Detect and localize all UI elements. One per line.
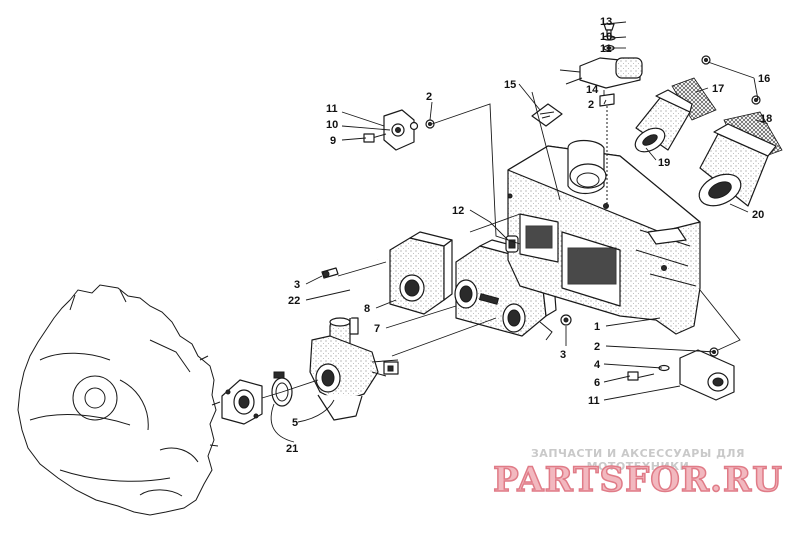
callout-19: 19 [658,157,670,169]
callout-2-top: 2 [588,99,594,111]
label-plate-15 [531,103,563,127]
screw-3-left [321,267,339,279]
callout-15: 15 [504,79,516,91]
callout-22: 22 [288,295,300,307]
callout-4: 4 [594,359,601,371]
carburetor-5 [309,317,399,421]
callout-20: 20 [752,209,764,221]
callout-labels: 13 10 11 14 2 15 16 17 18 19 20 12 11 10… [286,16,772,455]
callout-11-right: 11 [588,395,600,407]
watermark-tagline: ЗАПЧАСТИ И АКСЕССУАРЫ ДЛЯ МОТОТЕХНИКИ [530,447,745,473]
callout-18: 18 [760,113,772,125]
callout-17: 17 [712,83,724,95]
actuator-14 [559,57,643,210]
engine-block [17,284,221,516]
top-fastener-stack [602,23,616,52]
callout-6: 6 [594,377,600,389]
adapter-8 [389,231,453,315]
callout-3-left: 3 [294,279,300,291]
screw-3-right [560,314,572,326]
callout-leaders [270,21,769,443]
callout-8: 8 [364,303,370,315]
callout-5: 5 [292,417,298,429]
callout-11-top: 11 [600,43,612,55]
callout-21: 21 [286,443,298,455]
callout-16: 16 [758,73,770,85]
grommet-12 [505,235,519,253]
callout-10-left: 10 [326,119,338,131]
callout-3-right: 3 [560,349,566,361]
callout-14: 14 [586,84,599,96]
callout-13: 13 [600,16,612,28]
intake-tube-19 [634,89,693,153]
callout-1: 1 [594,321,600,333]
callout-9: 9 [330,135,336,147]
intake-flange [221,379,263,425]
airbox-1 [507,139,701,335]
callout-10-top: 10 [600,31,612,43]
callout-2-right: 2 [594,341,600,353]
callout-11-left: 11 [326,103,338,115]
hose-22 [348,258,379,319]
clamp-21 [271,371,293,407]
bracket-lower-right [627,347,735,401]
intake-tube-20 [698,123,777,207]
watermark-brand: PARTSFOR.RU [492,459,783,501]
bracket-upper-left [363,109,435,151]
callout-7: 7 [374,323,380,335]
callout-12: 12 [452,205,464,217]
callout-2-left: 2 [426,91,432,103]
